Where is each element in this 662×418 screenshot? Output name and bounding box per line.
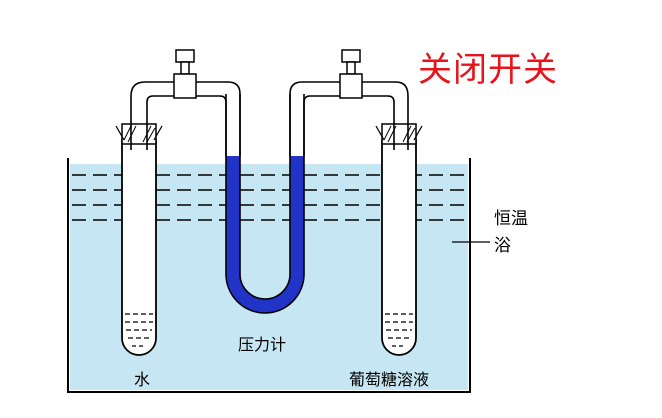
right-valve bbox=[339, 49, 363, 99]
bath-label-line1: 恒温 bbox=[494, 209, 528, 229]
right-stopper bbox=[375, 123, 423, 145]
glucose-label: 葡萄糖溶液 bbox=[349, 370, 430, 389]
right-test-tube bbox=[381, 139, 417, 356]
bath-label-line2: 浴 bbox=[494, 236, 511, 256]
left-test-tube bbox=[121, 139, 157, 356]
water-label: 水 bbox=[134, 370, 151, 389]
manometer-label: 压力计 bbox=[238, 335, 287, 354]
left-stopper bbox=[115, 123, 163, 145]
left-valve bbox=[173, 49, 197, 99]
bath-container bbox=[67, 158, 471, 393]
manometer bbox=[225, 94, 305, 314]
diagram-title: 关闭开关 bbox=[418, 50, 558, 90]
